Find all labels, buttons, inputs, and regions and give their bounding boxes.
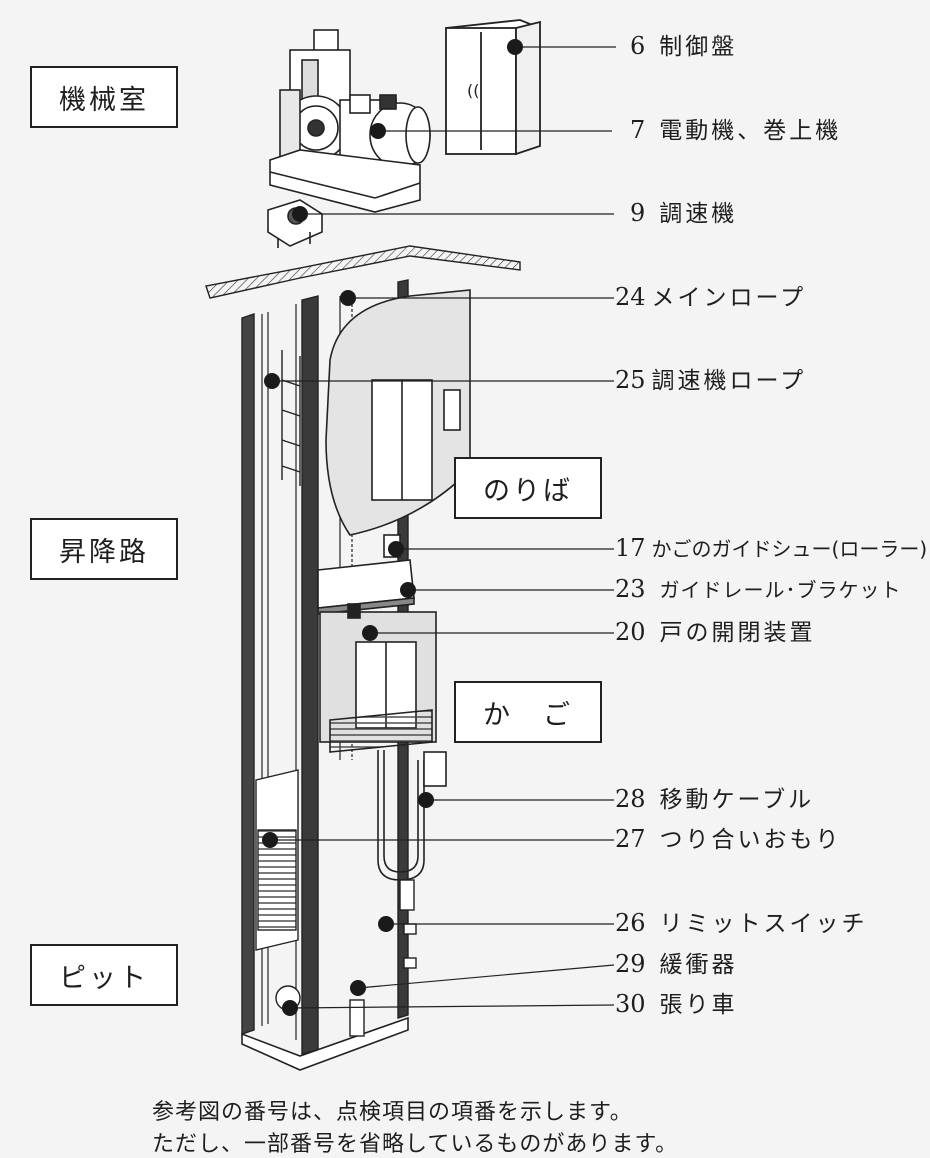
section-machine-room: 機械室 xyxy=(30,66,178,128)
label-traveling-cable: 28 移動ケーブル xyxy=(615,787,814,813)
label-control-panel: 6 制御盤 xyxy=(630,34,737,60)
label-counterweight: 27 つり合いおもり xyxy=(615,827,842,853)
svg-text:((: (( xyxy=(467,81,479,100)
traction-machine xyxy=(269,29,431,213)
traveling-cable xyxy=(377,750,447,881)
landing-view xyxy=(325,289,471,536)
label-text: 張り車 xyxy=(659,992,738,1018)
label-text: 緩衝器 xyxy=(659,952,738,978)
label-motor-hoist: 7 電動機、巻上機 xyxy=(630,118,841,144)
elevator-car xyxy=(317,534,437,753)
control-panel-cabinet: (( xyxy=(445,19,541,156)
label-number: 25 xyxy=(615,366,646,394)
label-number: 17 xyxy=(615,534,646,562)
section-landing: のりば xyxy=(454,457,602,519)
label-number: 6 xyxy=(630,32,646,60)
label-text: 調速機ロープ xyxy=(651,368,807,394)
label-text: リミットスイッチ xyxy=(659,911,868,937)
label-number: 7 xyxy=(630,116,646,144)
label-text: 調速機 xyxy=(659,201,738,227)
label-text: 戸の開閉装置 xyxy=(659,620,816,646)
label-text: ガイドレール･ブラケット xyxy=(659,578,902,602)
label-text: メインロープ xyxy=(651,285,807,311)
counterweight-assembly xyxy=(255,769,299,951)
label-number: 29 xyxy=(615,950,646,978)
label-number: 20 xyxy=(615,618,646,646)
governor-unit xyxy=(267,199,323,248)
label-governor: 9 調速機 xyxy=(630,201,737,227)
label-guide-rail-bracket: 23 ガイドレール･ブラケット xyxy=(615,577,902,603)
label-door-operator: 20 戸の開閉装置 xyxy=(615,620,816,646)
label-buffer: 29 緩衝器 xyxy=(615,952,738,978)
label-number: 24 xyxy=(615,283,646,311)
label-text: 移動ケーブル xyxy=(659,787,815,813)
label-tension-pulley: 30 張り車 xyxy=(615,992,738,1018)
footer-note-1: 参考図の番号は、点検項目の項番を示します。 xyxy=(152,1100,633,1125)
label-number: 9 xyxy=(630,199,646,227)
label-text: 制御盤 xyxy=(659,34,738,60)
label-number: 27 xyxy=(615,825,646,853)
ceiling-slab xyxy=(205,245,521,299)
label-number: 28 xyxy=(615,785,646,813)
label-text: かごのガイドシュー(ローラー) xyxy=(651,537,928,561)
hoistway-ladder xyxy=(281,350,301,486)
leader-lines xyxy=(270,46,616,1009)
section-hoistway: 昇降路 xyxy=(30,518,178,580)
label-number: 30 xyxy=(615,990,646,1018)
footer-note-2: ただし、一部番号を省略しているものがあります。 xyxy=(152,1132,679,1157)
label-text: 電動機、巻上機 xyxy=(659,118,842,144)
section-pit: ピット xyxy=(30,944,178,1006)
label-number: 26 xyxy=(615,909,646,937)
section-car: か ご xyxy=(454,681,602,743)
label-number: 23 xyxy=(615,575,646,603)
label-limit-switch: 26 リミットスイッチ xyxy=(615,911,868,937)
label-text: つり合いおもり xyxy=(659,827,842,853)
callout-dots xyxy=(262,39,523,1016)
